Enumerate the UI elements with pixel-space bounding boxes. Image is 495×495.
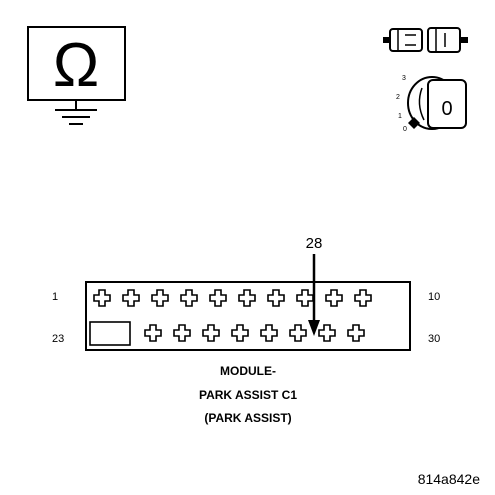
connector-caption-line-2: PARK ASSIST C1 <box>199 388 297 402</box>
pin-label-10: 10 <box>428 291 440 303</box>
blank-cavity <box>89 321 131 346</box>
ignition-position-2: 2 <box>396 94 400 101</box>
pin-label-1: 1 <box>52 291 58 303</box>
figure-id: 814a842e <box>418 471 481 487</box>
connector-caption-line-3: (PARK ASSIST) <box>204 411 291 425</box>
pin-label-23: 23 <box>52 333 64 345</box>
ignition-position-3: 3 <box>402 75 406 82</box>
ignition-position-1: 1 <box>398 113 402 120</box>
probe-pin-number: 28 <box>306 235 323 252</box>
ignition-position-0: 0 <box>403 126 407 133</box>
ohmmeter-ground-icon: Ω <box>27 26 126 125</box>
pin-label-30: 30 <box>428 333 440 345</box>
ignition-key-icon: 3 2 1 0 0 <box>396 75 467 133</box>
connector-c1 <box>85 281 411 351</box>
ohm-symbol: Ω <box>53 31 99 100</box>
connector-caption-line-1: MODULE- <box>220 364 276 378</box>
probe-callout: 28 <box>306 235 323 336</box>
connector-disconnect-icon <box>383 27 468 53</box>
ignition-key-label: 0 <box>441 98 452 120</box>
